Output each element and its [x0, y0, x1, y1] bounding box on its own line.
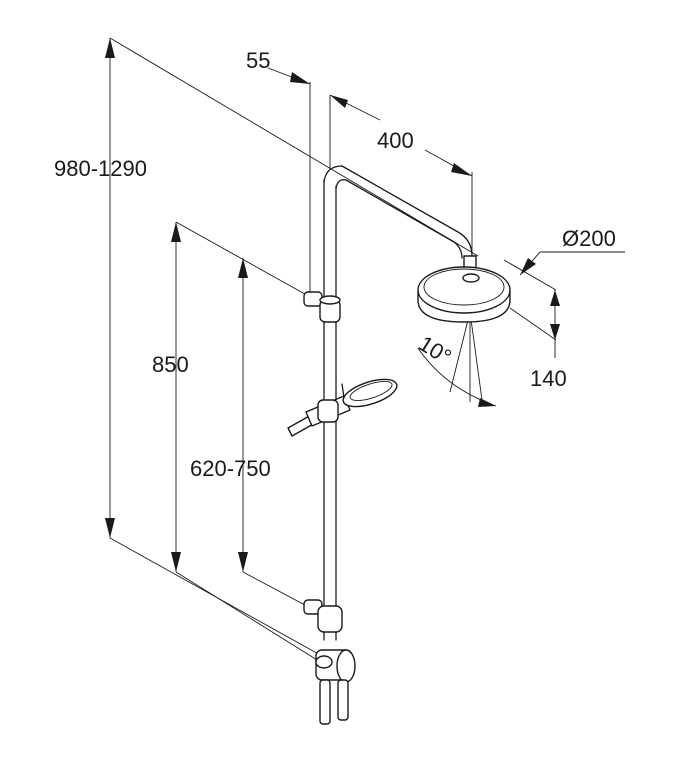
label-rail-offset: 55	[246, 48, 270, 73]
label-arm-length: 400	[377, 128, 414, 153]
wall-bracket-top	[303, 291, 341, 323]
label-total-height: 980-1290	[54, 156, 147, 181]
label-head-drop: 140	[530, 366, 567, 391]
overhead-shower-head	[417, 255, 511, 323]
label-head-diameter: Ø200	[562, 226, 616, 251]
hand-shower	[287, 378, 398, 437]
label-mid-height: 850	[152, 352, 189, 377]
wall-bracket-bottom	[303, 599, 343, 633]
mixer-valve	[315, 649, 356, 725]
label-tilt-angle: 10°	[414, 331, 455, 370]
label-hand-height: 620-750	[190, 456, 271, 481]
